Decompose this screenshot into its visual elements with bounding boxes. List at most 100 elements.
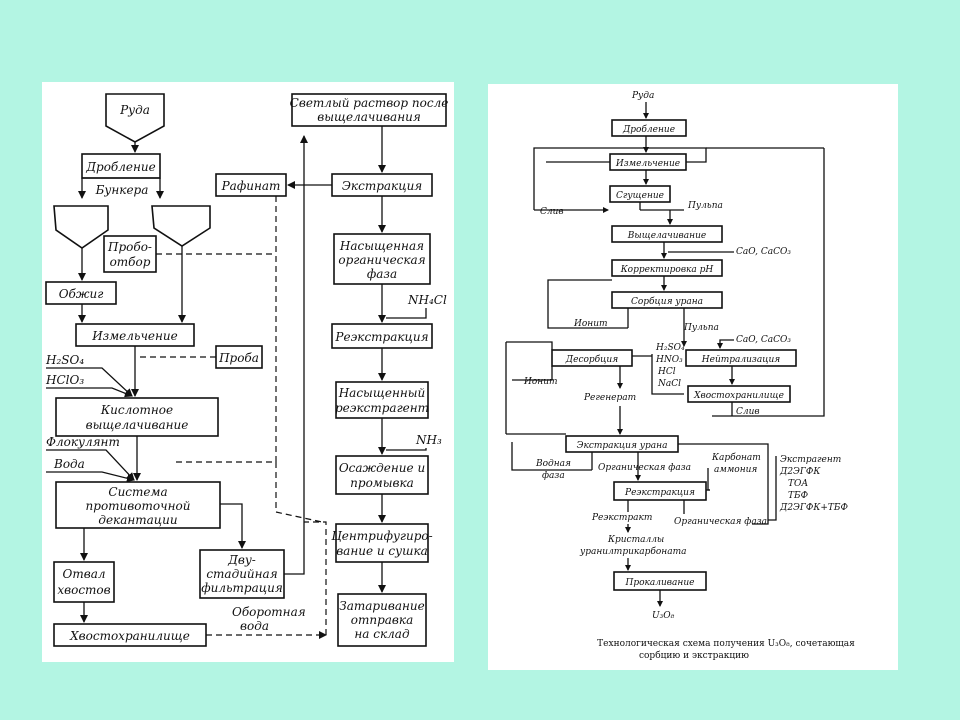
r-aqueous-phase-2: фаза [542,471,565,481]
pregnant-solution-label-2: выщелачивания [317,110,421,124]
tailings-dump-box [53,561,115,603]
r-ore-label: Руда [631,91,654,101]
loaded-organic-box [333,233,431,285]
acid-leaching-box [55,397,219,437]
pregnant-solution-label-1: Светлый раствор после [290,96,449,110]
bunker-2 [151,205,211,247]
r-uranium-sorption-box [611,291,723,309]
stripping-label: Реэкстракция [334,330,428,344]
loaded-organic-label-1: Насыщенная [339,239,424,253]
tailings-pond-label: Хвостохранилище [69,629,190,643]
raffinate-box [215,173,287,197]
r-stripping-label: Реэкстракция [624,488,695,498]
r-ph-adjust-label: Корректировка pH [620,265,714,275]
tailings-dump-label-1: Отвал [63,567,106,581]
ccd-label-1: Система [108,485,167,499]
r-reagent-hcl: HCl [657,367,676,377]
r-reagent-nacl: NaCl [657,379,681,389]
centrifuging-label-2: вание и сушка [336,544,428,558]
r-extractant-toa: ТОА [788,479,808,489]
r-organic-phase-label: Органическая фаза [598,463,691,473]
crushing-label: Дробление [85,160,155,174]
r-ph-adjust-box [611,259,723,277]
r-calcination-label: Прокаливание [625,578,695,588]
r-caption-2: сорбцию и экстракцию [639,650,749,661]
loaded-strip-label-2: реэкстрагент [335,401,429,415]
packing-box [337,593,427,647]
filtration-label-1: Дву- [227,553,256,567]
precipitation-label-2: промывка [350,476,414,490]
ccd-box [55,481,221,529]
r-pulp-label: Пульпа [687,201,723,211]
ccd-label-3: декантации [98,513,177,527]
sampling-label-2: отбор [110,255,151,269]
recycle-water-label-2: вода [240,619,269,633]
r-extractant-mix: Д2ЭГФК+ТБФ [779,503,848,513]
sample-label: Проба [218,351,259,365]
r-crushing-box [611,119,687,137]
water-label: Вода [53,457,85,471]
packing-label-2: отправка [351,613,413,627]
loaded-organic-label-2: органическая [338,253,425,267]
nh4cl-label: NH₄Cl [407,293,447,307]
acid-leaching-label-1: Кислотное [100,403,173,417]
roasting-box [45,281,117,305]
extraction-label: Экстракция [342,179,423,193]
packing-label-1: Затаривание [339,599,424,613]
r-organic-phase2-label: Органическая фаза [674,517,767,527]
loaded-strip-label-1: Насыщенный [338,386,426,400]
r-neutralization-box [685,349,797,367]
roasting-label: Обжиг [59,287,104,301]
r-aqueous-phase-1: Водная [535,459,571,469]
left-flowsheet: Руда Дробление Бункера Пробо- отбор Обжи… [45,93,449,647]
r-extractant-d2egfk: Д2ЭГФК [779,467,821,477]
right-flowsheet: Руда Дробление Измельчение Сгущение Слив… [505,91,855,661]
r-pulp2-label: Пульпа [683,323,719,333]
precipitation-washing-box [335,455,429,495]
r-uranium-extraction-label: Экстракция урана [577,441,668,451]
filtration-label-2: стадийная [206,567,277,581]
r-ionite2-label: Ионит [523,377,558,387]
r-tailings-pond-label: Хвостохранилище [693,391,784,401]
sampling-label-1: Пробо- [107,240,152,254]
r-thickening-label: Сгущение [616,191,664,201]
r-overflow-label: Слив [540,207,564,217]
r-uranium-sorption-label: Сорбция урана [631,296,703,307]
r-desorption-box [551,349,633,367]
ore-label: Руда [119,103,150,117]
r-stripping-box [613,481,707,501]
ore-hopper [105,93,165,143]
precipitation-label-1: Осаждение и [339,461,425,475]
r-overflow2-label: Слив [736,407,760,417]
r-leaching-box [611,225,723,243]
bunkers-label: Бункера [95,183,149,197]
r-ionite-label: Ионит [573,319,608,329]
r-cao2-label: CaO, CaCO₃ [736,335,791,345]
r-extractant-label: Экстрагент [780,455,841,465]
r-cao-label: CaO, CaCO₃ [736,247,791,257]
r-grinding-label: Измельчение [615,159,680,169]
r-extractant-tbf: ТБФ [788,491,809,501]
nh3-label: NH₃ [415,433,442,447]
filtration-label-3: фильтрация [201,581,283,595]
r-ammonium-carbonate-2: аммония [714,465,757,475]
r-crushing-label: Дробление [622,124,675,135]
h2so4-label: H₂SO₄ [45,353,84,367]
raffinate-label: Рафинат [221,179,281,193]
flocculant-label: Флокулянт [46,435,120,449]
tailings-dump-label-2: хвостов [57,583,110,597]
packing-label-3: на склад [354,627,410,641]
loaded-organic-label-3: фаза [367,267,397,281]
r-neutralization-label: Нейтрализация [701,355,781,365]
r-leaching-label: Выщелачивание [627,231,706,241]
left-flowsheet-panel: Руда Дробление Бункера Пробо- отбор Обжи… [42,82,454,662]
sampling-box [103,235,157,273]
r-crystals-2: уранилтрикарбоната [579,546,687,557]
r-ammonium-carbonate-1: Карбонат [711,452,761,463]
ccd-label-2: противоточной [86,499,191,513]
pregnant-solution-box [291,93,447,127]
bunker-1 [53,205,109,249]
centrifuging-drying-box [335,523,429,563]
r-product-label: U₃O₈ [652,611,675,621]
r-reagent-h2so4: H₂SO₄ [655,343,685,353]
